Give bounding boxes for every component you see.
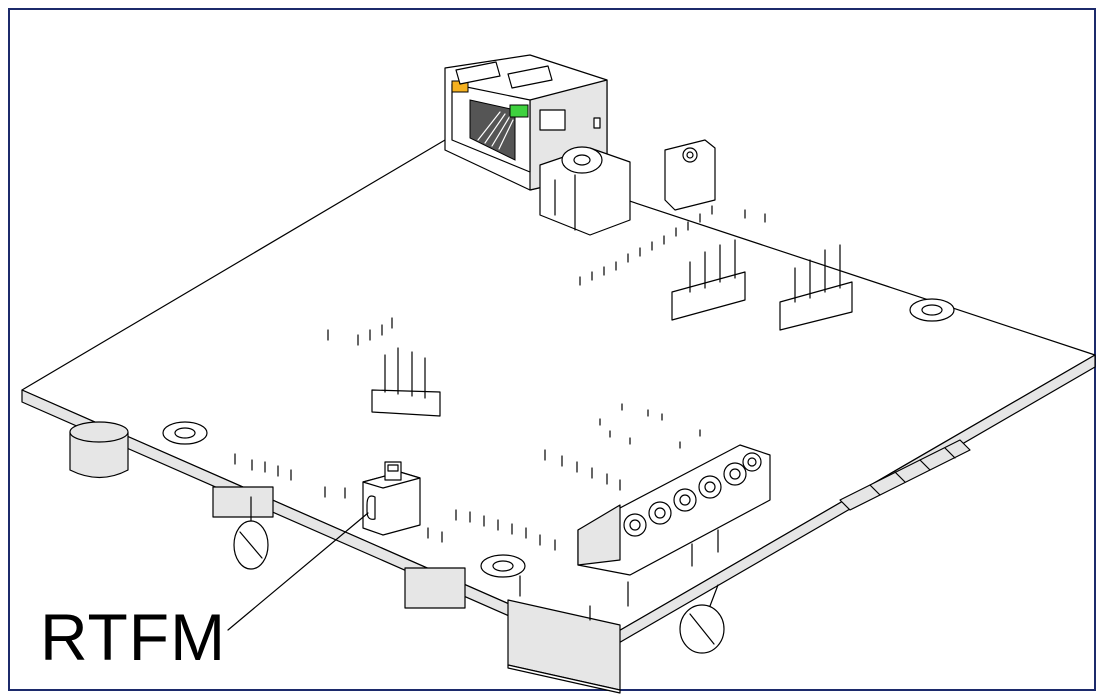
terminal-screws [623, 452, 762, 537]
small-pins [234, 205, 766, 621]
underside-capacitor [69, 421, 129, 479]
callout-leader-line [227, 512, 369, 631]
mounting-hole-center [480, 554, 526, 578]
pin-header-c [371, 347, 441, 417]
underside-connector-left [212, 486, 466, 609]
pin-header-a [671, 239, 746, 321]
callout-label-rtfm: RTFM [40, 600, 227, 674]
led-right [509, 104, 529, 118]
underside-jack [507, 599, 621, 694]
underside-coil-right [679, 584, 725, 654]
mounting-hole-left [162, 421, 208, 445]
rj45-contacts [477, 111, 514, 150]
rtfm-button [362, 461, 421, 536]
screw-terminal-block [577, 444, 771, 576]
power-jack [539, 146, 631, 236]
mounting-hole-right [909, 298, 955, 322]
underside-coil-left [233, 496, 269, 570]
pin-header-b [779, 244, 853, 331]
underside-strips-right [839, 439, 971, 511]
jumper-block-top [664, 139, 716, 211]
